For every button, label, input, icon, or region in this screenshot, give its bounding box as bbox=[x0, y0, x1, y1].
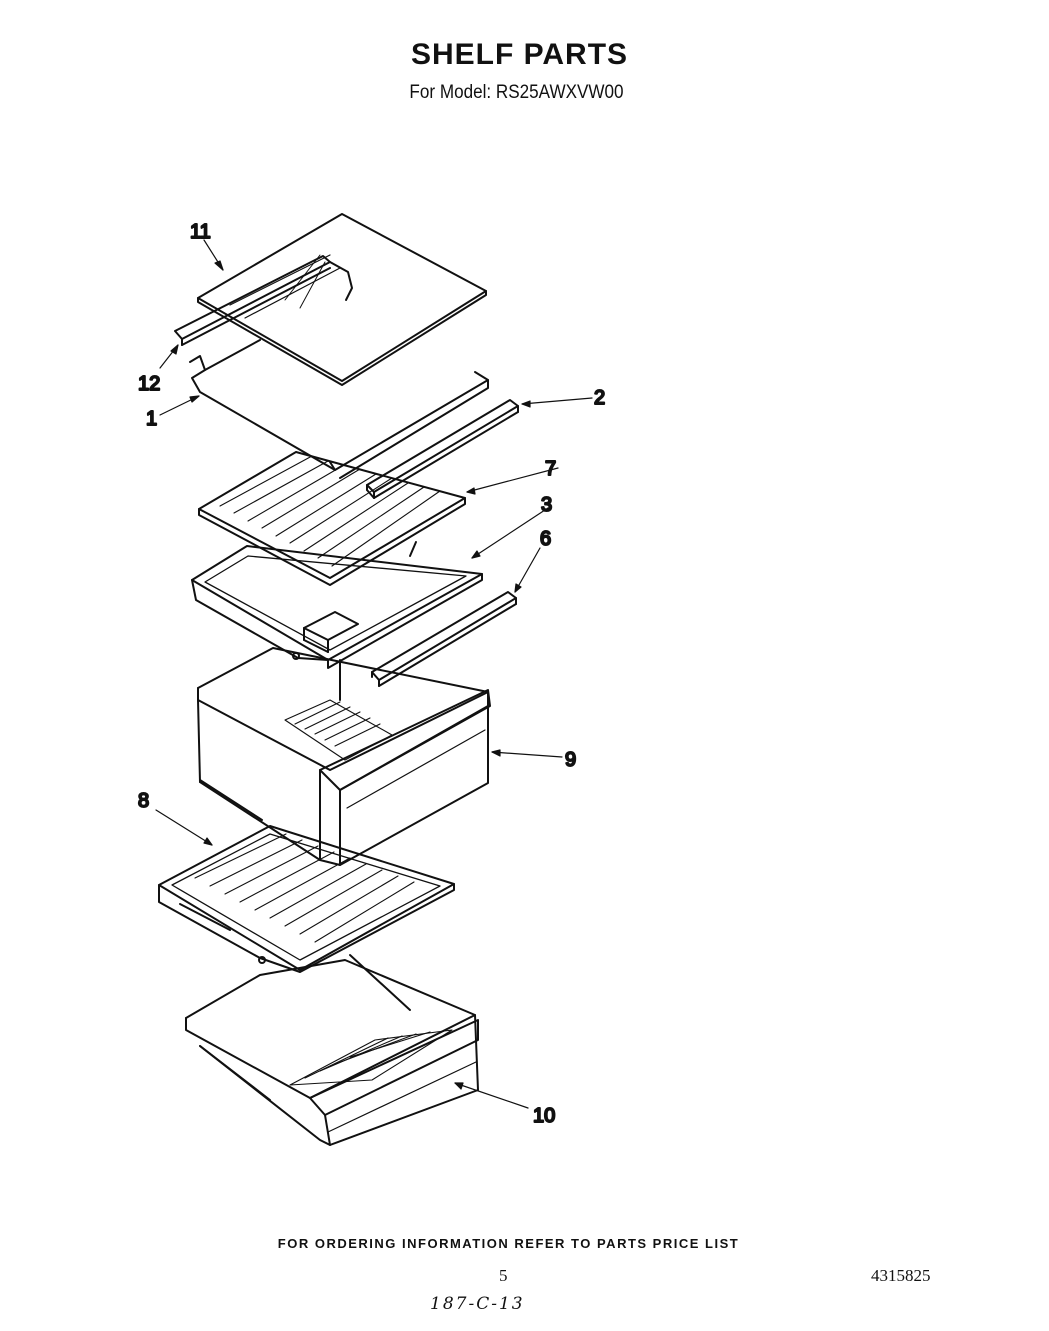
pan-cover-part bbox=[158, 825, 455, 973]
callout-3: 3 bbox=[541, 494, 552, 516]
page-title: SHELF PARTS bbox=[410, 38, 629, 71]
shelf-frame-part bbox=[189, 339, 489, 479]
page-number: 5 bbox=[499, 1266, 508, 1285]
upper-crisper-drawer-part bbox=[197, 647, 491, 866]
callout-12: 12 bbox=[138, 373, 160, 395]
callout-7: 7 bbox=[545, 458, 556, 480]
callout-2: 2 bbox=[594, 387, 605, 409]
callout-11: 11 bbox=[190, 221, 211, 243]
callout-8: 8 bbox=[138, 790, 149, 812]
crisper-frame-part bbox=[191, 541, 483, 669]
crisper-cover-part bbox=[198, 451, 466, 586]
glass-shelf-part bbox=[197, 213, 487, 386]
front-trim-part bbox=[366, 399, 519, 499]
document-number: 4315825 bbox=[871, 1266, 931, 1285]
shelf-trim-part bbox=[174, 255, 353, 346]
callout-6: 6 bbox=[540, 528, 551, 550]
callout-9: 9 bbox=[565, 749, 576, 771]
handwritten-note: 187-C-13 bbox=[430, 1294, 525, 1314]
callout-leaders bbox=[155, 239, 593, 1109]
callout-1: 1 bbox=[146, 408, 157, 430]
callout-10: 10 bbox=[533, 1105, 555, 1127]
model-subtitle: For Model: RS25AWXVW00 bbox=[409, 82, 624, 103]
side-trim-part bbox=[371, 591, 517, 687]
ordering-info-note: FOR ORDERING INFORMATION REFER TO PARTS … bbox=[277, 1236, 740, 1251]
bottom-pan-part bbox=[185, 954, 479, 1146]
